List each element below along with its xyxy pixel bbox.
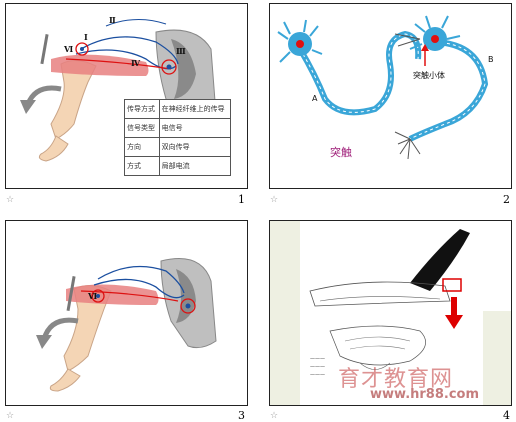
table-cell: 方式 — [124, 156, 160, 176]
label-I: Ⅰ — [84, 32, 88, 42]
nerve-sketch-illustration: ——— ——— ——— — [270, 221, 511, 405]
watermark-title: 育才教育网 — [338, 367, 454, 392]
slide-3[interactable]: Ⅵ — [5, 220, 248, 406]
star-icon: ☆ — [270, 195, 279, 205]
table-row: 方式 局部电流 — [124, 156, 232, 176]
svg-text:———: ——— — [310, 364, 325, 370]
synapse-body-label: 突触小体 — [413, 70, 445, 80]
label-III: Ⅲ — [176, 46, 186, 56]
slide-4[interactable]: ——— ——— ——— 育才教育网 www.hr88.com — [269, 220, 512, 406]
slide-1[interactable]: Ⅰ Ⅱ Ⅲ Ⅳ Ⅵ 传导方式 在神经纤维上的传导 信号类型 电信号 方向 双向传… — [5, 3, 248, 189]
label-VI: Ⅵ — [87, 291, 97, 301]
table-row: 信号类型 电信号 — [124, 118, 232, 138]
label-B: B — [488, 55, 494, 64]
label-II: Ⅱ — [109, 15, 116, 25]
reflex-arc-illustration: Ⅵ — [36, 258, 217, 392]
star-icon: ☆ — [6, 195, 15, 205]
conduction-table: 传导方式 在神经纤维上的传导 信号类型 电信号 方向 双向传导 方式 局部电流 — [124, 99, 232, 176]
table-cell: 局部电流 — [158, 156, 232, 176]
label-VI: Ⅵ — [63, 44, 73, 54]
table-cell: 方向 — [124, 137, 160, 157]
slide-number: 4 — [503, 409, 510, 422]
slide-number: 2 — [503, 193, 510, 206]
table-cell: 电信号 — [158, 118, 232, 138]
table-row: 传导方式 在神经纤维上的传导 — [124, 99, 232, 119]
label-IV: Ⅳ — [131, 58, 141, 68]
svg-text:———: ——— — [310, 372, 325, 378]
synapse-caption: 突触 — [330, 145, 352, 159]
table-row: 方向 双向传导 — [124, 137, 232, 157]
svg-text:———: ——— — [310, 356, 325, 362]
watermark-url: www.hr88.com — [370, 387, 480, 402]
table-cell: 在神经纤维上的传导 — [158, 99, 232, 119]
table-cell: 双向传导 — [158, 137, 232, 157]
table-cell: 信号类型 — [124, 118, 160, 138]
star-icon: ☆ — [6, 411, 15, 421]
label-A: A — [312, 94, 318, 103]
slide-2[interactable]: 突触小体 A B 突触 — [269, 3, 512, 189]
slide-number: 1 — [238, 193, 245, 206]
star-icon: ☆ — [270, 411, 279, 421]
table-cell: 传导方式 — [124, 99, 160, 119]
synapse-neuron-illustration: 突触小体 A B 突触 — [277, 15, 494, 160]
slide-number: 3 — [238, 409, 245, 422]
